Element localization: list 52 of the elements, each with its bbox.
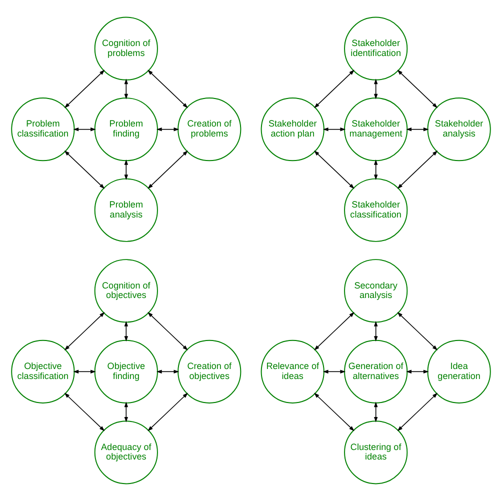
arrow <box>124 78 128 100</box>
arrow <box>64 392 105 432</box>
arrow <box>374 78 378 100</box>
node-circle: Idea generation <box>427 340 491 404</box>
arrow <box>124 321 128 342</box>
arrow <box>64 150 105 189</box>
node-circle: Stakeholder action plan <box>260 98 324 162</box>
node-circle: Stakeholder management <box>344 98 408 162</box>
arrow <box>64 312 105 350</box>
arrow <box>73 370 96 374</box>
arrow <box>397 70 438 108</box>
arrow <box>374 402 378 422</box>
node-circle: Problem classification <box>11 98 75 162</box>
arrow <box>148 392 188 432</box>
node-circle: Relevance of ideas <box>260 340 324 404</box>
node-circle: Clustering of ideas <box>344 420 408 484</box>
node-circle: Stakeholder classification <box>344 178 408 242</box>
node-circle: Adequacy of objectives <box>94 420 158 484</box>
arrow <box>314 150 354 189</box>
node-circle: Creation of objectives <box>178 340 242 404</box>
node-circle: Creation of problems <box>178 98 242 162</box>
arrow <box>314 392 354 432</box>
arrow <box>397 150 438 189</box>
arrow <box>124 402 128 422</box>
arrow <box>406 127 429 132</box>
arrow <box>397 312 438 350</box>
node-circle: Problem analysis <box>94 178 158 242</box>
arrow <box>124 160 128 180</box>
arrow <box>314 312 354 350</box>
arrow <box>156 127 180 132</box>
node-circle: Stakeholder analysis <box>427 98 491 162</box>
arrow <box>156 370 180 374</box>
arrow <box>64 70 105 108</box>
arrow <box>406 370 429 374</box>
node-circle: Objective classification <box>11 340 75 404</box>
arrow <box>148 150 188 189</box>
arrow <box>374 160 378 180</box>
node-circle: Generation of alternatives <box>344 340 408 404</box>
arrow <box>73 127 96 132</box>
arrow <box>397 392 438 432</box>
node-circle: Objective finding <box>94 340 158 404</box>
arrow <box>314 70 354 108</box>
arrow <box>322 370 346 374</box>
arrow <box>148 70 188 108</box>
node-circle: Cognition of problems <box>94 16 158 80</box>
node-circle: Problem finding <box>94 98 158 162</box>
node-circle: Secondary analysis <box>344 259 408 323</box>
node-circle: Cognition of objectives <box>94 259 158 323</box>
node-circle: Stakeholder identification <box>344 16 408 80</box>
arrow <box>322 127 346 132</box>
arrow <box>148 312 188 350</box>
arrow <box>374 321 378 342</box>
